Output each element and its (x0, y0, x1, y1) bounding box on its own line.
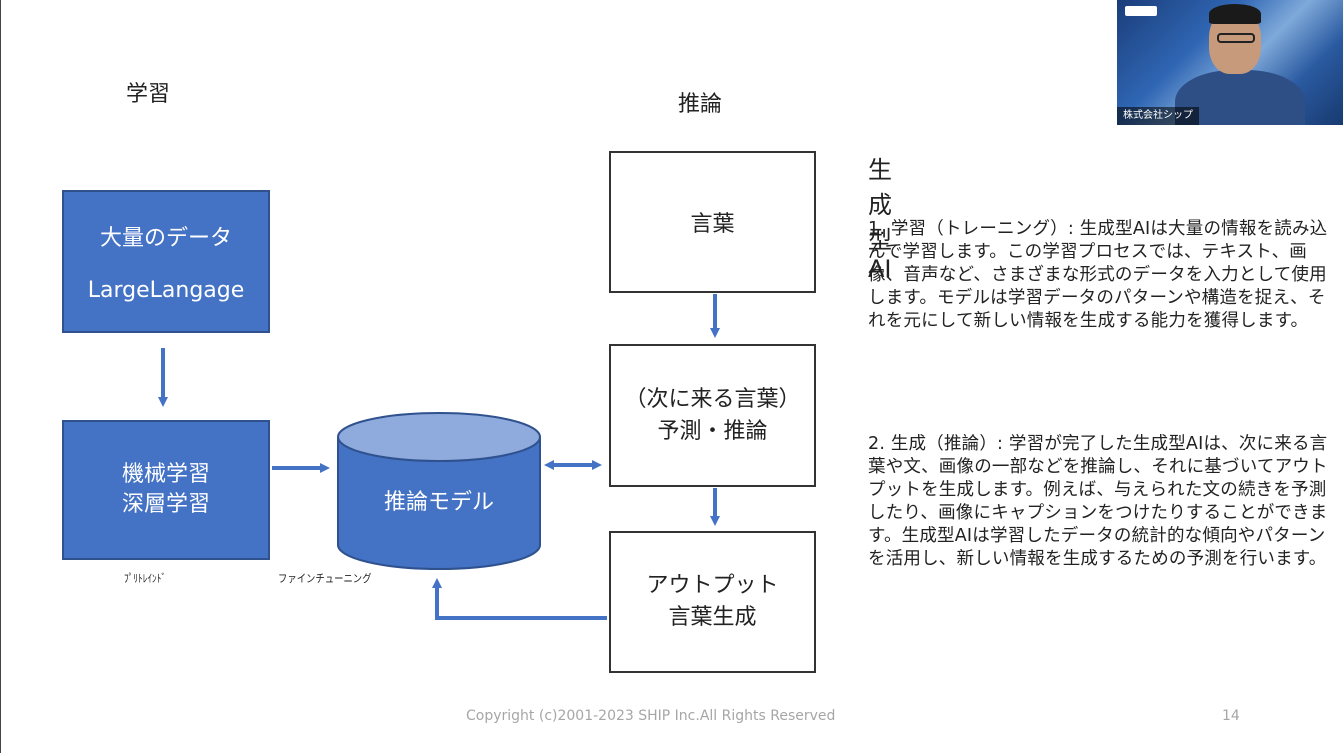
cylinder-body (337, 437, 541, 570)
output-box-line2: 言葉生成 (668, 605, 757, 630)
page-number: 14 (1222, 708, 1240, 724)
paragraph-inference: 2. 生成（推論）: 学習が完了した生成型AIは、次に来る言葉や文、画像の一部な… (868, 434, 1328, 569)
inference-model-cylinder (337, 412, 541, 570)
paragraph-learning: 1. 学習（トレーニング）: 生成型AIは大量の情報を読み込んで学習します。この… (868, 219, 1328, 331)
data-box-subtitle: LargeLangage (87, 278, 245, 303)
copyright-footer: Copyright (c)2001-2023 SHIP Inc.All Righ… (466, 708, 836, 724)
webcam-caption: 株式会社シップ (1117, 107, 1199, 125)
cylinder-label: 推論モデル (383, 490, 494, 515)
predict-box: （次に来る言葉） 予測・推論 (609, 344, 816, 487)
predict-box-line2: 予測・推論 (657, 418, 768, 444)
words-box: 言葉 (609, 151, 816, 293)
words-box-label: 言葉 (690, 212, 735, 237)
data-box-title: 大量のデータ (99, 226, 232, 251)
output-box-line1: アウトプット (646, 573, 779, 598)
panel-title: 生成型AI (868, 156, 892, 283)
cylinder-top (337, 412, 541, 462)
glasses-icon (1217, 33, 1255, 43)
pretrain-label: ﾌﾟﾘﾄﾚｲﾝﾄﾞ (124, 572, 167, 585)
predict-box-line1: （次に来る言葉） (624, 386, 801, 412)
ml-box-line2: 深層学習 (121, 492, 210, 517)
window-edge (0, 0, 1, 753)
ml-box-line1: 機械学習 (121, 462, 210, 487)
webcam-video[interactable]: 株式会社シップ (1117, 0, 1343, 125)
company-logo-icon (1125, 6, 1157, 16)
ml-box: 機械学習 深層学習 (62, 420, 270, 560)
finetune-label: ファインチューニング (278, 572, 372, 585)
output-box: アウトプット 言葉生成 (609, 531, 816, 673)
arrow-output-to-model (432, 578, 607, 620)
inference-heading: 推論 (678, 92, 723, 117)
data-box: 大量のデータ LargeLangage (62, 190, 270, 333)
learning-heading: 学習 (126, 82, 171, 107)
presenter-hair (1209, 4, 1261, 24)
